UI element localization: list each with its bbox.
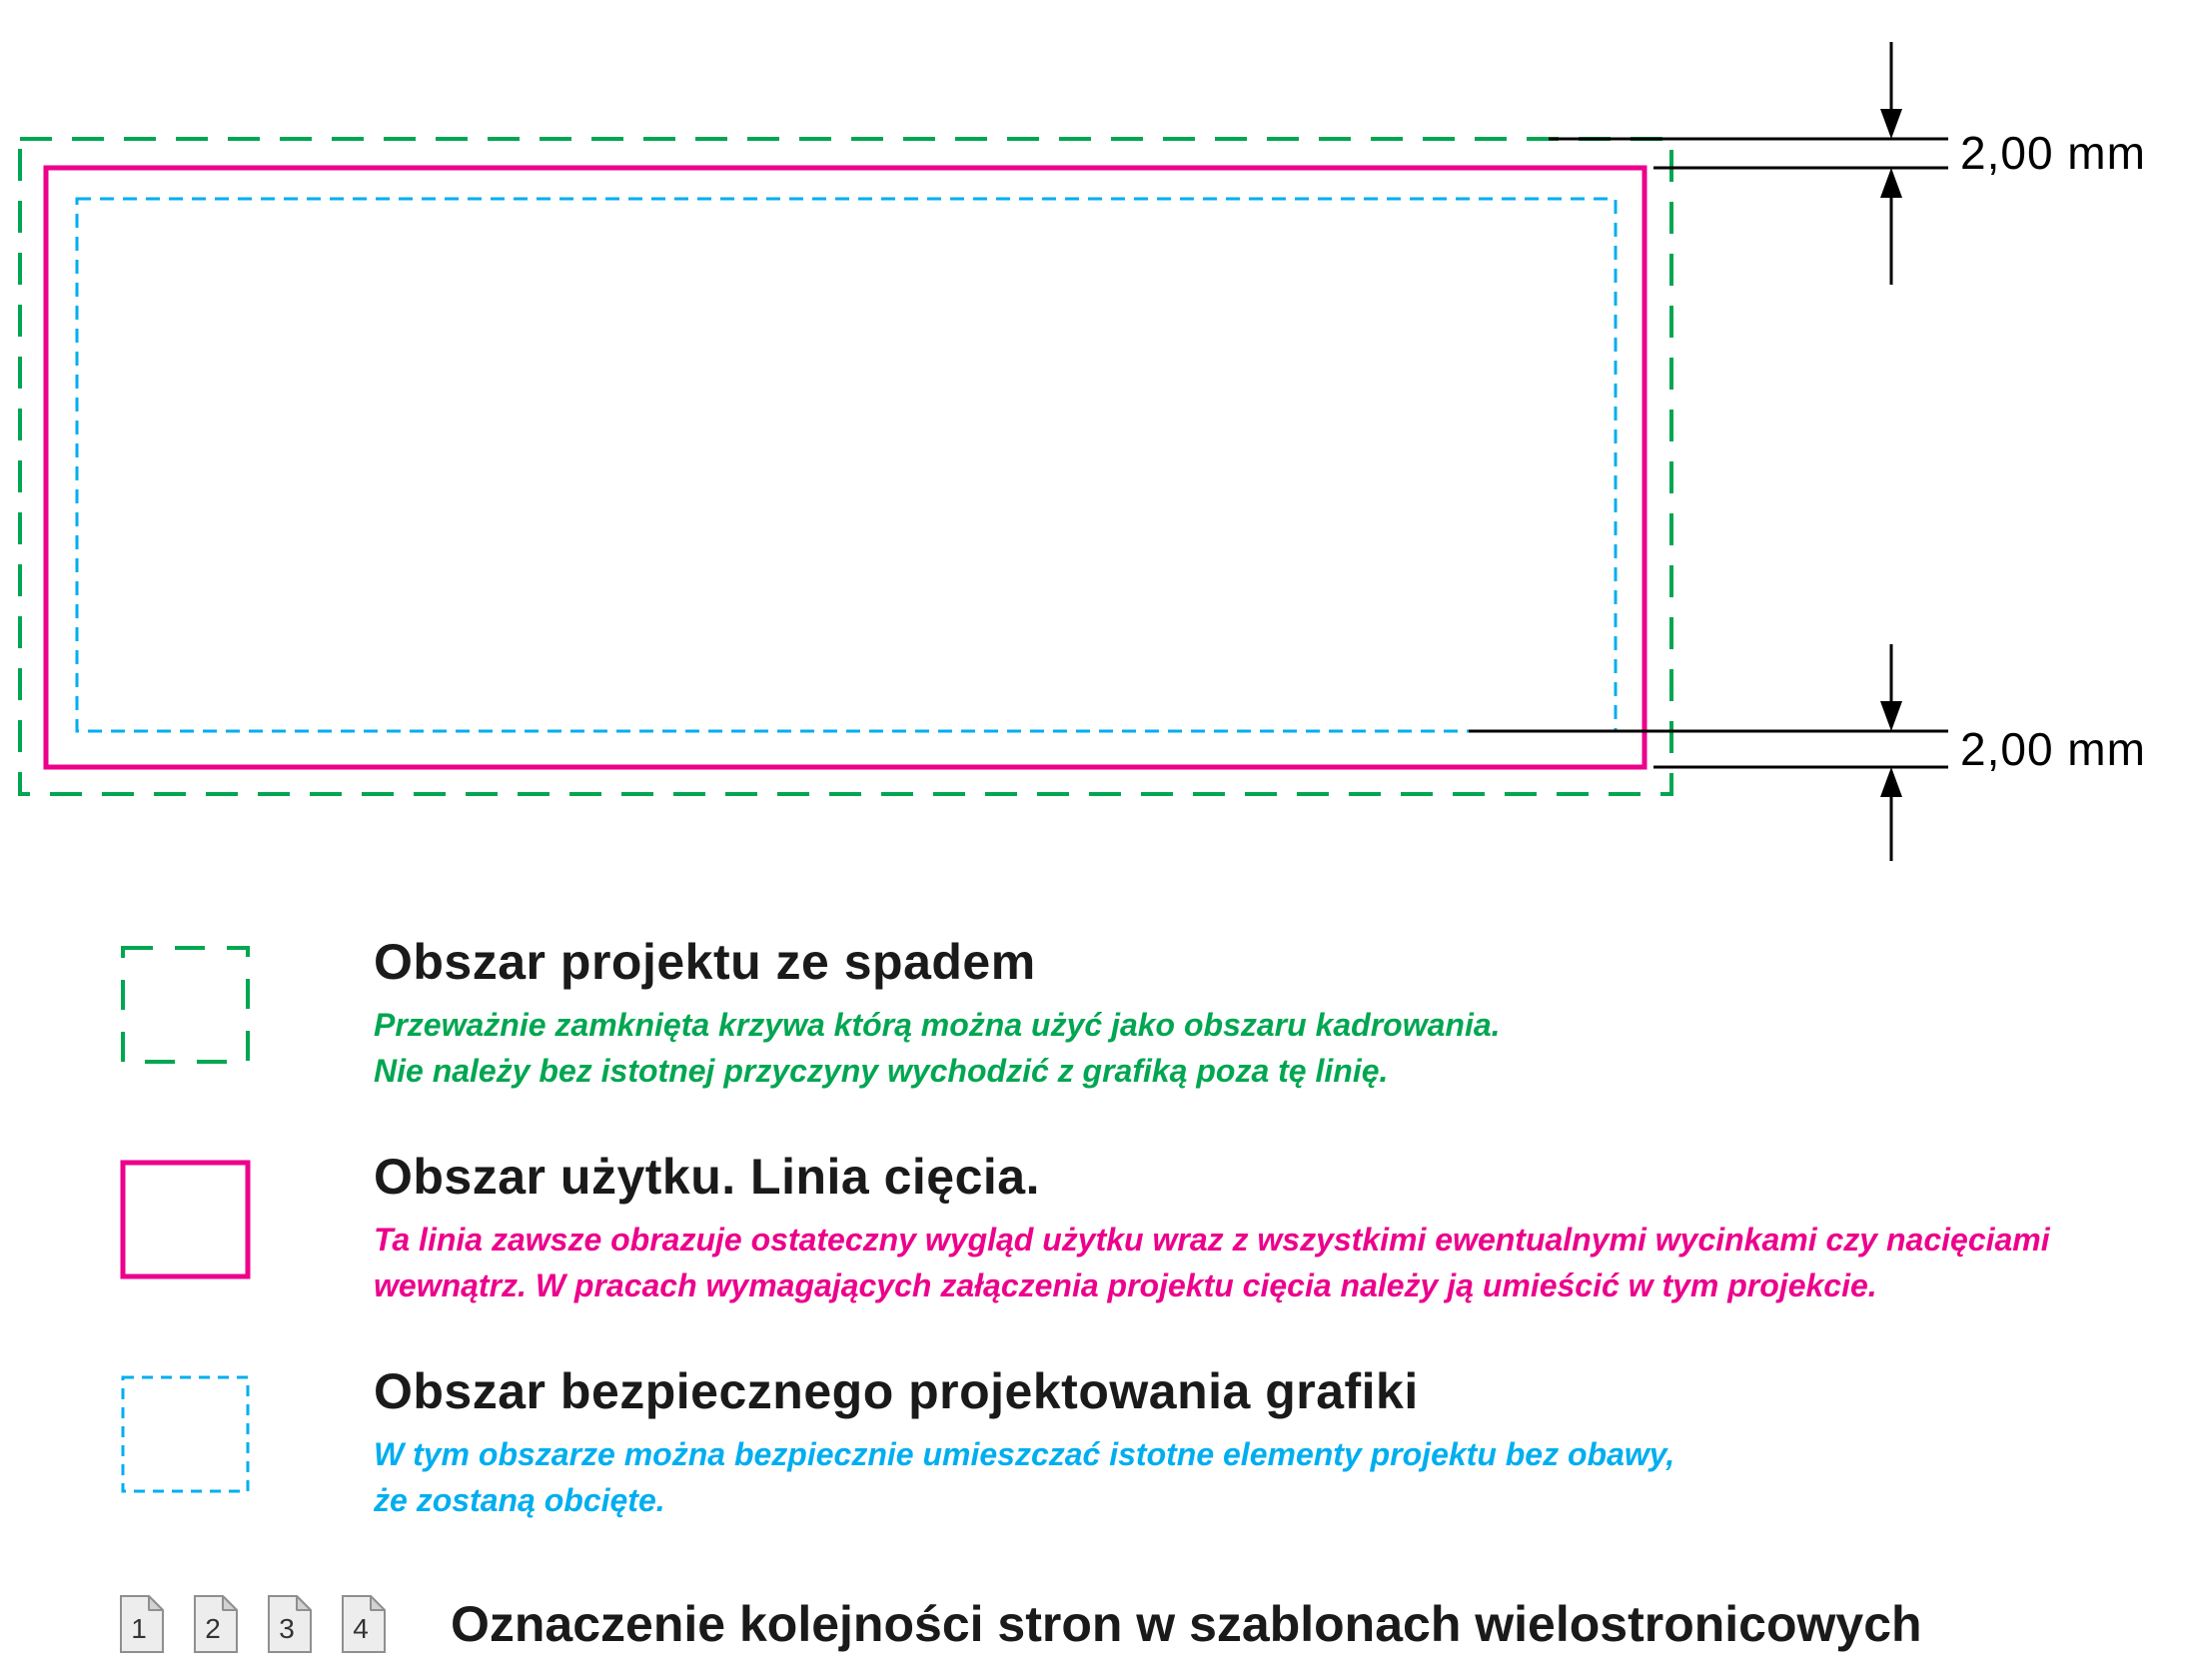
bleed-description: Przeważnie zamknięta krzywa którą można … [374,1002,1501,1094]
arrow-up-icon [1880,168,1902,198]
cut-description: Ta linia zawsze obrazuje ostateczny wygl… [374,1217,2050,1308]
cut-swatch-icon [120,1160,251,1279]
arrow-up-icon [1880,767,1902,797]
legend-row-cut: Obszar użytku. Linia cięcia. Ta linia za… [119,1149,2050,1308]
page-number-3: 3 [279,1613,295,1644]
template-diagram [18,42,1948,861]
safe-swatch-icon [121,1375,250,1493]
page-number-2: 2 [205,1613,221,1644]
legend-text-bleed: Obszar projektu ze spadem Przeważnie zam… [374,934,1501,1094]
legend-text-cut: Obszar użytku. Linia cięcia. Ta linia za… [374,1149,2050,1308]
safe-desc-line-2: że zostaną obcięte. [374,1482,665,1518]
safe-title: Obszar bezpiecznego projektowania grafik… [374,1363,1419,1419]
bleed-title: Obszar projektu ze spadem [374,934,1036,990]
cut-desc-line-1: Ta linia zawsze obrazuje ostateczny wygl… [374,1222,2050,1258]
page-icon-3: 3 [268,1595,312,1653]
bleed-desc-line-2: Nie należy bez istotnej przyczyny wychod… [374,1053,1389,1089]
page-icon-4: 4 [342,1595,386,1653]
cut-desc-line-2: wewnątrz. W pracach wymagających załącze… [374,1267,1877,1303]
bleed-desc-line-1: Przeważnie zamknięta krzywa którą można … [374,1007,1501,1043]
safe-description: W tym obszarze można bezpiecznie umieszc… [374,1431,1674,1523]
cut-title: Obszar użytku. Linia cięcia. [374,1149,1041,1205]
cut-line-rect [43,165,1647,770]
legend-text-safe: Obszar bezpiecznego projektowania grafik… [374,1363,1674,1523]
page-number-4: 4 [353,1613,369,1644]
page-order-title: Oznaczenie kolejności stron w szablonach… [451,1596,1922,1652]
legend-row-safe: Obszar bezpiecznego projektowania grafik… [119,1363,1674,1523]
page-icon-2: 2 [194,1595,238,1653]
arrow-down-icon [1880,109,1902,139]
bleed-area-rect [18,137,1673,796]
legend-row-bleed: Obszar projektu ze spadem Przeważnie zam… [119,934,1501,1094]
arrow-down-icon [1880,701,1902,731]
page-icon-1: 1 [120,1595,164,1653]
page-number-1: 1 [131,1613,147,1644]
dimension-label-bottom: 2,00 mm [1960,723,2146,775]
dimension-label-top: 2,00 mm [1960,127,2146,179]
safe-area-rect [75,197,1618,733]
top-dimension-callout [1549,42,1948,285]
safe-desc-line-1: W tym obszarze można bezpiecznie umieszc… [374,1436,1675,1472]
bottom-dimension-callout [1469,644,1948,861]
bleed-swatch-icon [121,946,250,1064]
page-order-legend: 1 2 3 4 Oznaczenie kolejności stron w sz… [119,1594,1922,1654]
